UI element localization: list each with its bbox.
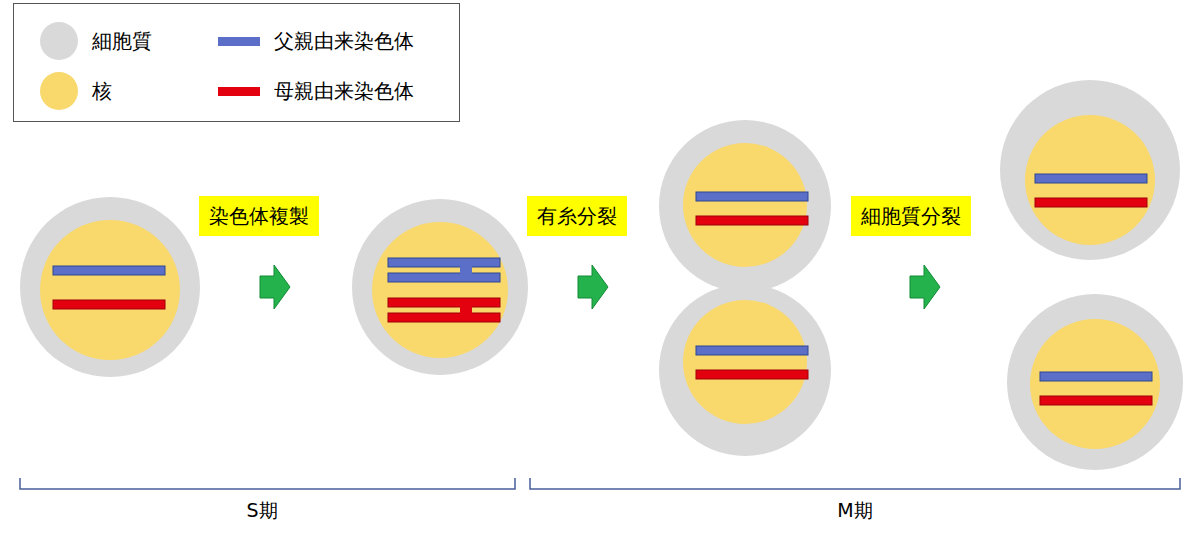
cell: [659, 284, 831, 456]
step-label: 細胞質分裂: [851, 196, 971, 236]
cell: [20, 197, 200, 377]
legend-text: 母親由来染色体: [274, 78, 414, 104]
legend-text: 細胞質: [92, 28, 152, 54]
cell: [1000, 80, 1180, 260]
phase-label: S期: [246, 498, 277, 522]
step-text: 有糸分裂: [537, 202, 617, 230]
phase-bracket: [20, 478, 515, 489]
step-text: 細胞質分裂: [861, 202, 961, 230]
legend-entry: 母親由来染色体: [218, 72, 414, 110]
legend-text: 父親由来染色体: [274, 28, 414, 54]
cell: [352, 199, 528, 375]
cell: [659, 120, 831, 292]
process-arrow: [578, 265, 608, 309]
legend-circle-swatch: [40, 22, 78, 60]
legend-text: 核: [92, 78, 112, 104]
legend-bar-swatch: [218, 87, 260, 96]
process-arrow: [260, 265, 290, 309]
legend-bar-swatch: [218, 37, 260, 46]
cell: [1007, 294, 1183, 470]
step-text: 染色体複製: [209, 202, 309, 230]
process-arrow: [910, 265, 940, 309]
legend-entry: 核: [40, 72, 112, 110]
legend-entry: 父親由来染色体: [218, 22, 414, 60]
phase-label: M期: [837, 498, 872, 522]
legend-box: 細胞質核 父親由来染色体母親由来染色体: [13, 3, 460, 122]
legend-entry: 細胞質: [40, 22, 152, 60]
step-label: 有糸分裂: [527, 196, 627, 236]
step-label: 染色体複製: [199, 196, 319, 236]
legend-circle-swatch: [40, 72, 78, 110]
phase-bracket: [530, 478, 1180, 489]
